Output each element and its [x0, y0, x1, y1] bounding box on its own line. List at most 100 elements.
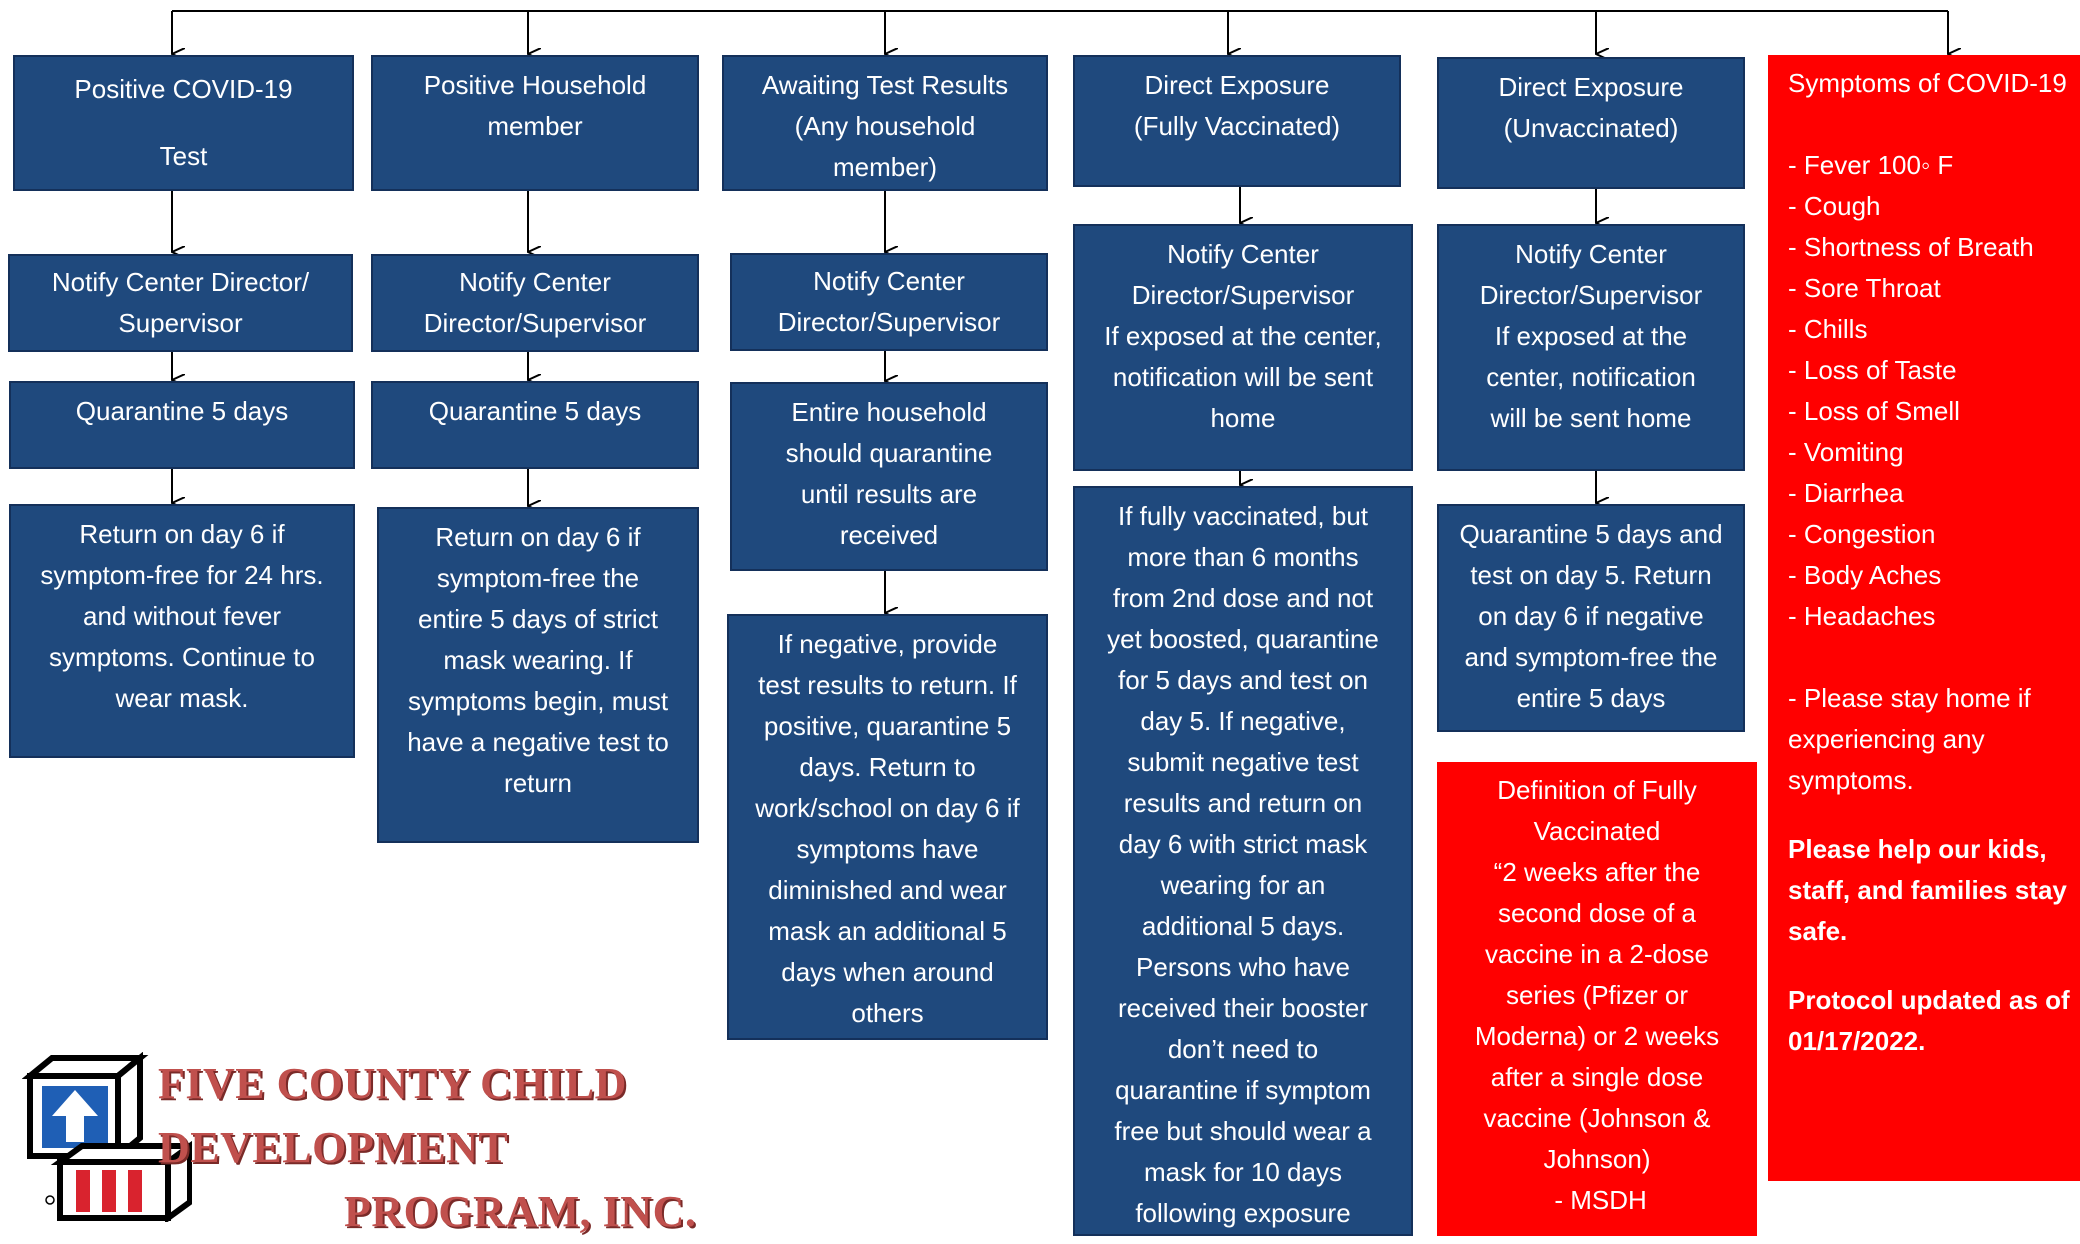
box-line: (Unvaccinated) — [1503, 113, 1679, 143]
definition-line: Vaccinated — [1533, 816, 1661, 846]
quarantine-box-2: Quarantine 5 days — [371, 381, 699, 469]
symptom-item: - Headaches — [1788, 601, 1936, 631]
box-line: symptom-free for 24 hrs. — [40, 560, 324, 590]
notify-director-box-5: Notify Center Director/Supervisor If exp… — [1437, 224, 1745, 471]
box-line: Notify Center — [1515, 239, 1667, 269]
box-line: work/school on day 6 if — [755, 793, 1020, 823]
positive-test-box: Positive COVID-19 Test — [13, 55, 354, 191]
box-line: days. Return to — [799, 752, 976, 782]
box-line: (Any household — [794, 111, 976, 141]
notify-director-box-1: Notify Center Director/ Supervisor — [8, 254, 353, 352]
box-line: Notify Center — [459, 267, 611, 297]
box-line: additional 5 days. — [1141, 911, 1345, 941]
box-line: more than 6 months — [1127, 542, 1359, 572]
direct-exposure-vaccinated-box: Direct Exposure (Fully Vaccinated) — [1073, 55, 1401, 187]
box-line: center, notification — [1486, 362, 1696, 392]
box-line: test on day 5. Return — [1470, 560, 1712, 590]
symptom-item: - Chills — [1788, 314, 1868, 344]
box-line: Positive COVID-19 — [74, 74, 293, 104]
stay-home-note: experiencing any — [1788, 724, 1985, 754]
box-line: Return on day 6 if — [435, 522, 641, 552]
symptom-item: - Shortness of Breath — [1788, 232, 2034, 262]
box-line: entire 5 days of strict — [418, 604, 658, 634]
box-line: member) — [832, 152, 937, 182]
box-line: Notify Center Director/ — [51, 267, 310, 297]
box-line: and without fever — [82, 601, 281, 631]
box-line: received their booster — [1117, 993, 1369, 1023]
box-line: mask an additional 5 — [768, 916, 1007, 946]
box-line: If negative, provide — [777, 629, 998, 659]
box-line: Supervisor — [118, 308, 243, 338]
stay-home-note: - Please stay home if — [1788, 683, 2031, 713]
organization-name-line2: PROGRAM, INC. — [344, 1187, 697, 1236]
box-line: for 5 days and test on — [1117, 665, 1369, 695]
box-line: home — [1210, 403, 1276, 433]
box-line: day 5. If negative, — [1140, 706, 1346, 736]
symptoms-title: Symptoms of COVID-19 — [1788, 68, 2067, 98]
vaccinated-rules-box: If fully vaccinated, but more than 6 mon… — [1073, 486, 1413, 1236]
box-line: day 6 with strict mask — [1118, 829, 1368, 859]
box-line: days when around — [781, 957, 994, 987]
box-line: If fully vaccinated, but — [1117, 501, 1369, 531]
box-line: Direct Exposure — [1498, 72, 1684, 102]
box-line: return — [504, 768, 572, 798]
symptom-item: - Loss of Smell — [1788, 396, 1960, 426]
box-line: Director/Supervisor — [1479, 280, 1703, 310]
notify-director-box-4: Notify Center Director/Supervisor If exp… — [1073, 224, 1413, 471]
box-line: symptom-free the — [436, 563, 640, 593]
stay-home-note: symptoms. — [1788, 765, 1914, 795]
box-line: wearing for an — [1160, 870, 1326, 900]
box-line: mask for 10 days — [1144, 1157, 1342, 1187]
fully-vaccinated-definition-box: Definition of Fully Vaccinated “2 weeks … — [1437, 762, 1757, 1236]
organization-name-line1: FIVE COUNTY CHILD DEVELOPMENT — [158, 1059, 627, 1172]
safety-appeal: safe. — [1788, 916, 1848, 946]
awaiting-results-box: Awaiting Test Results (Any household mem… — [722, 55, 1048, 191]
test-results-rules-box: If negative, provide test results to ret… — [727, 614, 1048, 1040]
symptom-item: - Fever 100◦ F — [1788, 150, 1954, 180]
blocks-logo-icon — [22, 1052, 192, 1222]
box-line: should quarantine — [785, 438, 993, 468]
box-line: from 2nd dose and not — [1112, 583, 1374, 613]
definition-line: series (Pfizer or — [1505, 980, 1689, 1010]
notify-director-box-2: Notify Center Director/Supervisor — [371, 254, 699, 352]
symptom-item: - Sore Throat — [1788, 273, 1941, 303]
definition-line: second dose of a — [1497, 898, 1697, 928]
box-line: results and return on — [1123, 788, 1363, 818]
definition-line: Definition of Fully — [1497, 775, 1697, 805]
symptom-item: - Vomiting — [1788, 437, 1904, 467]
safety-appeal: Please help our kids, — [1788, 834, 2047, 864]
box-line: wear mask. — [115, 683, 249, 713]
quarantine-box-1: Quarantine 5 days — [9, 381, 355, 469]
definition-line: vaccine (Johnson & — [1483, 1103, 1711, 1133]
box-line: Director/Supervisor — [423, 308, 647, 338]
definition-line: Moderna) or 2 weeks — [1474, 1021, 1720, 1051]
return-rules-box-1: Return on day 6 if symptom-free for 24 h… — [9, 504, 355, 758]
box-line: Return on day 6 if — [79, 519, 285, 549]
box-line: symptoms have — [796, 834, 979, 864]
box-line: on day 6 if negative — [1478, 601, 1704, 631]
box-line: mask wearing. If — [443, 645, 633, 675]
box-line: If exposed at the — [1494, 321, 1688, 351]
box-line: quarantine if symptom — [1115, 1075, 1371, 1105]
box-line: will be sent home — [1490, 403, 1692, 433]
box-line: others — [851, 998, 924, 1028]
box-line: Positive Household — [423, 70, 647, 100]
household-quarantine-box: Entire household should quarantine until… — [730, 382, 1048, 571]
box-line: test results to return. If — [758, 670, 1017, 700]
box-line: Quarantine 5 days — [428, 396, 642, 426]
box-line: member — [487, 111, 583, 141]
symptom-item: - Congestion — [1788, 519, 1936, 549]
return-rules-box-2: Return on day 6 if symptom-free the enti… — [377, 507, 699, 843]
box-line: symptoms begin, must — [407, 686, 669, 716]
box-line: Director/Supervisor — [1131, 280, 1355, 310]
box-line: received — [839, 520, 939, 550]
direct-exposure-unvaccinated-box: Direct Exposure (Unvaccinated) — [1437, 57, 1745, 189]
box-line: Persons who have — [1136, 952, 1350, 982]
box-line: (Fully Vaccinated) — [1133, 111, 1341, 141]
box-line: Direct Exposure — [1144, 70, 1330, 100]
box-line: and symptom-free the — [1464, 642, 1718, 672]
box-line: free but should wear a — [1114, 1116, 1372, 1146]
symptom-item: - Diarrhea — [1788, 478, 1904, 508]
box-line: until results are — [800, 479, 978, 509]
